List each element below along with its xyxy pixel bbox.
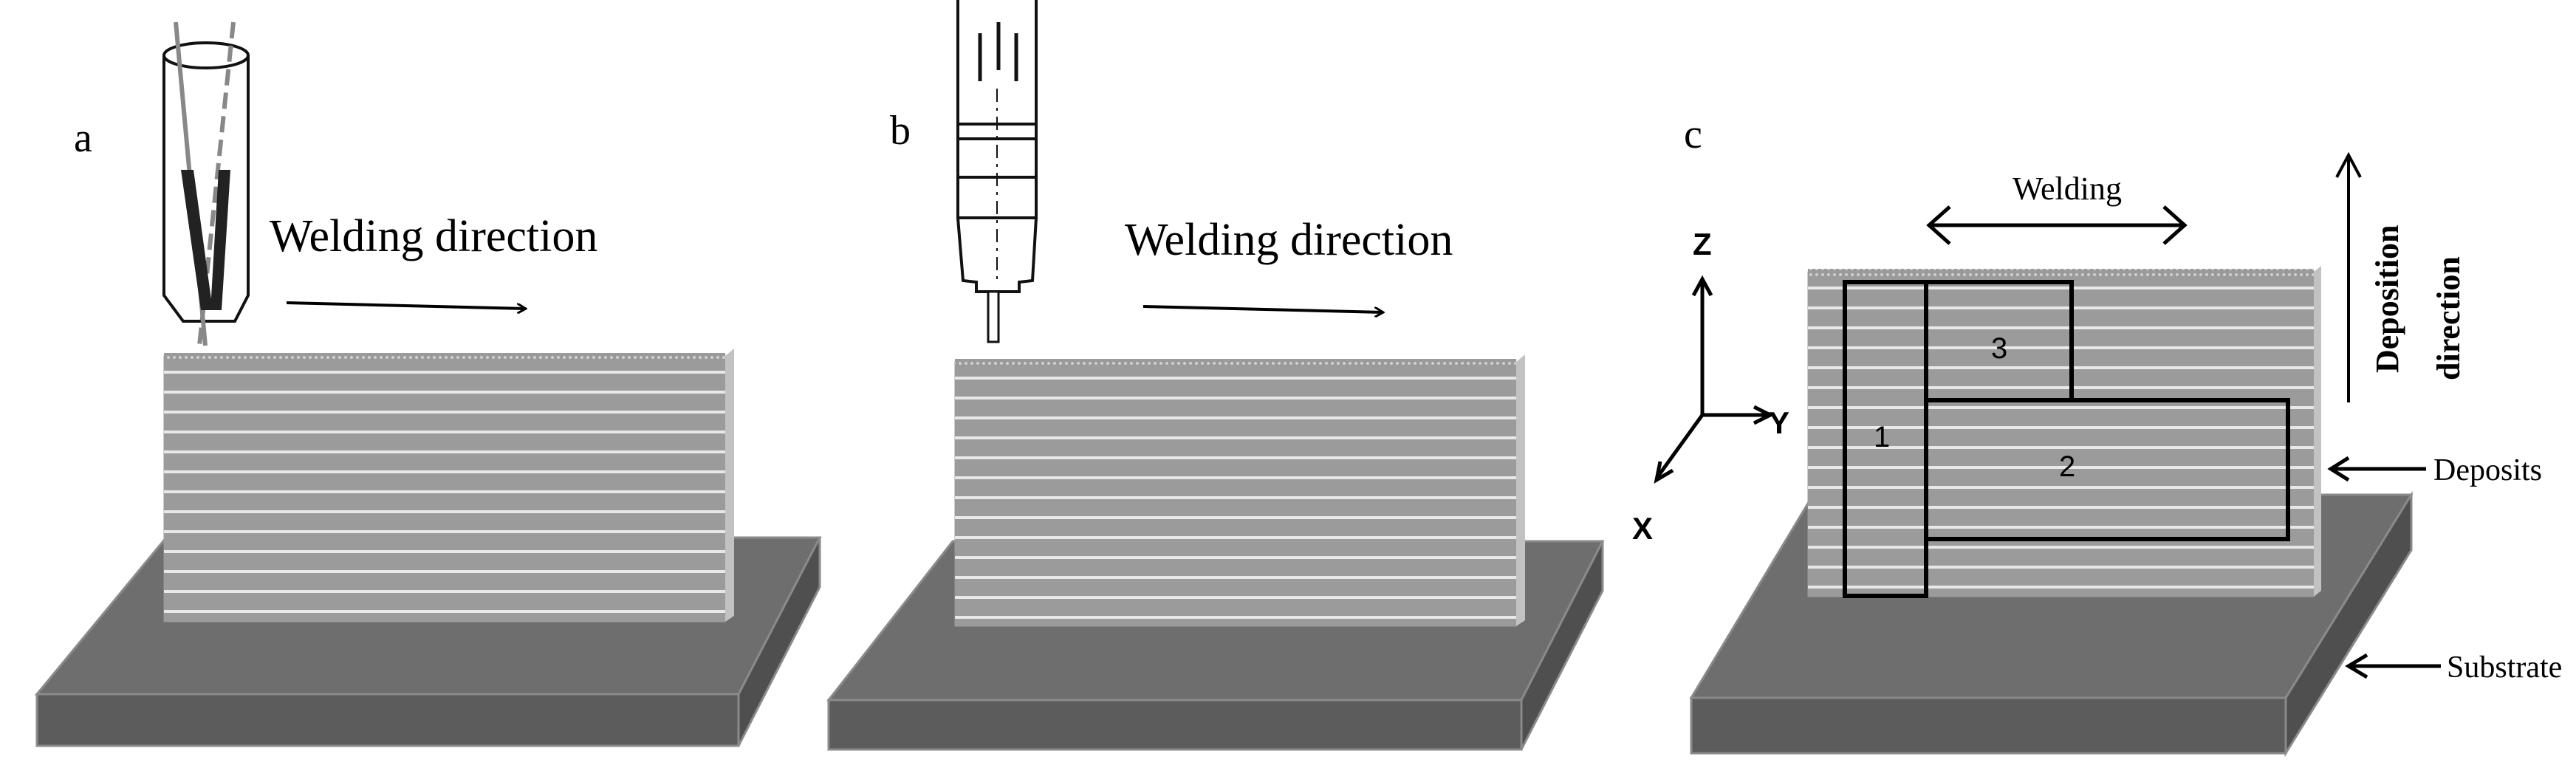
region-3-label: 3 — [1991, 332, 2007, 365]
region-1-label: 1 — [1874, 421, 1890, 453]
panel-c-label: c — [1684, 112, 1702, 157]
region-3-box — [1924, 280, 2074, 402]
panel-a-direction-text: Welding direction — [270, 211, 597, 261]
panel-c-welding-text: Welding — [2012, 171, 2122, 207]
panel-c-deposition-text-2: direction — [2431, 256, 2467, 380]
region-2-label: 2 — [2059, 450, 2075, 483]
z-axis-label: Z — [1693, 227, 1712, 261]
panel-c-layer-lines — [1808, 287, 2314, 589]
panel-c-axes — [1654, 275, 1775, 484]
panel-b-deposit-wall — [954, 354, 1525, 627]
panel-c-deposition-arrow — [2335, 151, 2362, 402]
panel-b: b Welding direction — [826, 0, 1605, 751]
x-axis-label: X — [1632, 511, 1653, 546]
panel-c-regions — [1843, 280, 2290, 598]
panel-b-direction-arrow — [1143, 305, 1383, 312]
substrate-arrowhead — [2345, 653, 2368, 679]
panel-a-layer-lines — [164, 371, 725, 613]
y-axis-label: Y — [1769, 405, 1789, 440]
deposits-arrowhead — [2327, 456, 2350, 482]
panel-a: a Welding direction — [34, 21, 822, 747]
substrate-label: Substrate — [2447, 651, 2562, 685]
z-axis-arrowhead — [1691, 275, 1713, 297]
deposits-label: Deposits — [2433, 453, 2542, 487]
panel-c-deposition-text-1: Deposition — [2369, 225, 2405, 373]
x-axis — [1656, 414, 1705, 478]
panel-c: c 1 2 3 Welding — [1632, 112, 2562, 758]
y-axis-arrowhead — [1753, 405, 1775, 425]
panel-b-torch — [956, 0, 1038, 343]
panel-b-label: b — [890, 108, 911, 154]
panel-b-direction-text: Welding direction — [1125, 215, 1453, 265]
panel-c-deposit-wall — [1807, 266, 2321, 597]
panel-a-torch — [162, 21, 250, 346]
panel-a-direction-arrow — [286, 301, 526, 309]
region-2-box — [1924, 398, 2290, 541]
panel-b-layer-lines — [955, 377, 1516, 619]
panel-a-deposit-wall — [163, 349, 734, 622]
x-axis-arrowhead — [1654, 461, 1674, 484]
panel-c-welding-arrow — [1926, 205, 2188, 245]
panel-a-label: a — [74, 115, 92, 161]
